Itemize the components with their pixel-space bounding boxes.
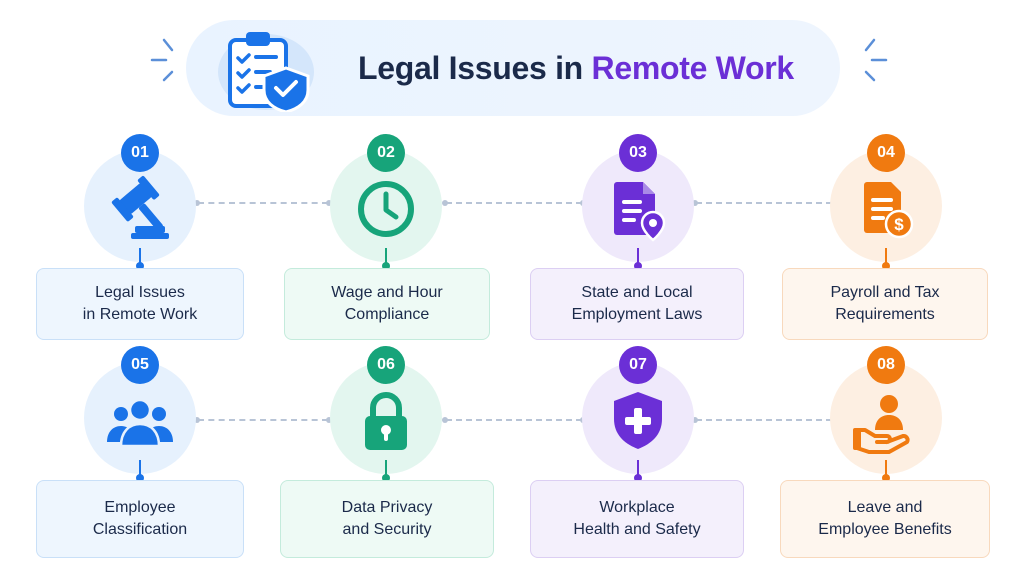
spark-lines-left-icon xyxy=(150,38,174,82)
item-payroll-tax: 04 $ Payroll and Tax Requirements xyxy=(776,134,996,340)
document-location-icon xyxy=(614,182,666,242)
connector-dot xyxy=(326,417,332,423)
item-legal-issues: 01 Legal Issues in Remote Work xyxy=(30,134,250,340)
stem xyxy=(637,460,639,478)
spark-lines-right-icon xyxy=(864,38,888,82)
connector-05-06 xyxy=(198,419,328,421)
number-badge: 03 xyxy=(619,134,657,172)
item-workplace-health: 07 Workplace Health and Safety xyxy=(528,346,748,558)
stem xyxy=(637,248,639,266)
number-badge: 07 xyxy=(619,346,657,384)
stem-dot xyxy=(382,474,390,482)
label-card: Employee Classification xyxy=(36,480,244,558)
stem xyxy=(385,248,387,266)
number-badge: 05 xyxy=(121,346,159,384)
connector-dot xyxy=(442,417,448,423)
label-card: Payroll and Tax Requirements xyxy=(782,268,988,340)
item-label: Leave and Employee Benefits xyxy=(818,499,952,538)
stem-dot xyxy=(634,474,642,482)
item-label: State and Local Employment Laws xyxy=(571,284,703,323)
item-data-privacy: 06 Data Privacy and Security xyxy=(276,346,496,558)
hand-person-icon xyxy=(853,395,910,454)
label-card: Wage and Hour Compliance xyxy=(284,268,490,340)
item-label: Payroll and Tax Requirements xyxy=(830,284,940,323)
connector-03-04 xyxy=(696,202,832,204)
label-card: Workplace Health and Safety xyxy=(530,480,744,558)
connector-dot xyxy=(692,417,698,423)
people-group-icon xyxy=(107,398,173,448)
item-label: Data Privacy and Security xyxy=(341,499,433,538)
item-label: Employee Classification xyxy=(92,499,188,538)
connector-dot xyxy=(194,200,200,206)
invoice-dollar-icon: $ xyxy=(864,182,914,239)
shield-plus-icon xyxy=(614,392,662,449)
connector-02-03 xyxy=(446,202,582,204)
title-part-2: Remote Work xyxy=(591,50,795,86)
stem xyxy=(139,460,141,478)
item-wage-hour: 02 Wage and Hour Compliance xyxy=(276,134,496,340)
item-label: Legal Issues in Remote Work xyxy=(82,284,198,323)
label-card: State and Local Employment Laws xyxy=(530,268,744,340)
number-badge: 04 xyxy=(867,134,905,172)
stem xyxy=(885,460,887,478)
stem-dot xyxy=(136,474,144,482)
item-state-local-laws: 03 State and Local Employment Laws xyxy=(528,134,748,340)
page-title: Legal Issues in Remote Work xyxy=(358,50,794,87)
number-badge: 06 xyxy=(367,346,405,384)
title-part-1: Legal Issues in xyxy=(358,50,592,86)
clipboard-checklist-shield-icon xyxy=(218,32,314,112)
stem-dot xyxy=(882,262,890,270)
svg-text:$: $ xyxy=(894,215,904,234)
stem-dot xyxy=(634,262,642,270)
connector-dot xyxy=(326,200,332,206)
stem-dot xyxy=(136,262,144,270)
padlock-icon xyxy=(365,392,407,450)
number-badge: 08 xyxy=(867,346,905,384)
connector-01-02 xyxy=(198,202,328,204)
stem-dot xyxy=(382,262,390,270)
header-banner: Legal Issues in Remote Work xyxy=(186,20,840,116)
label-card: Data Privacy and Security xyxy=(280,480,494,558)
connector-dot xyxy=(442,200,448,206)
gavel-icon xyxy=(111,175,169,239)
item-label: Workplace Health and Safety xyxy=(573,499,701,538)
clock-icon xyxy=(358,181,414,237)
stem xyxy=(885,248,887,266)
connector-dot xyxy=(194,417,200,423)
connector-dot xyxy=(692,200,698,206)
item-label: Wage and Hour Compliance xyxy=(331,284,443,323)
stem xyxy=(139,248,141,266)
number-badge: 01 xyxy=(121,134,159,172)
item-employee-classification: 05 Employee Classification xyxy=(30,346,250,558)
item-leave-benefits: 08 Leave and Employee Benefits xyxy=(776,346,996,558)
connector-06-07 xyxy=(446,419,582,421)
stem-dot xyxy=(882,474,890,482)
stem xyxy=(385,460,387,478)
label-card: Legal Issues in Remote Work xyxy=(36,268,244,340)
connector-07-08 xyxy=(696,419,832,421)
number-badge: 02 xyxy=(367,134,405,172)
label-card: Leave and Employee Benefits xyxy=(780,480,990,558)
